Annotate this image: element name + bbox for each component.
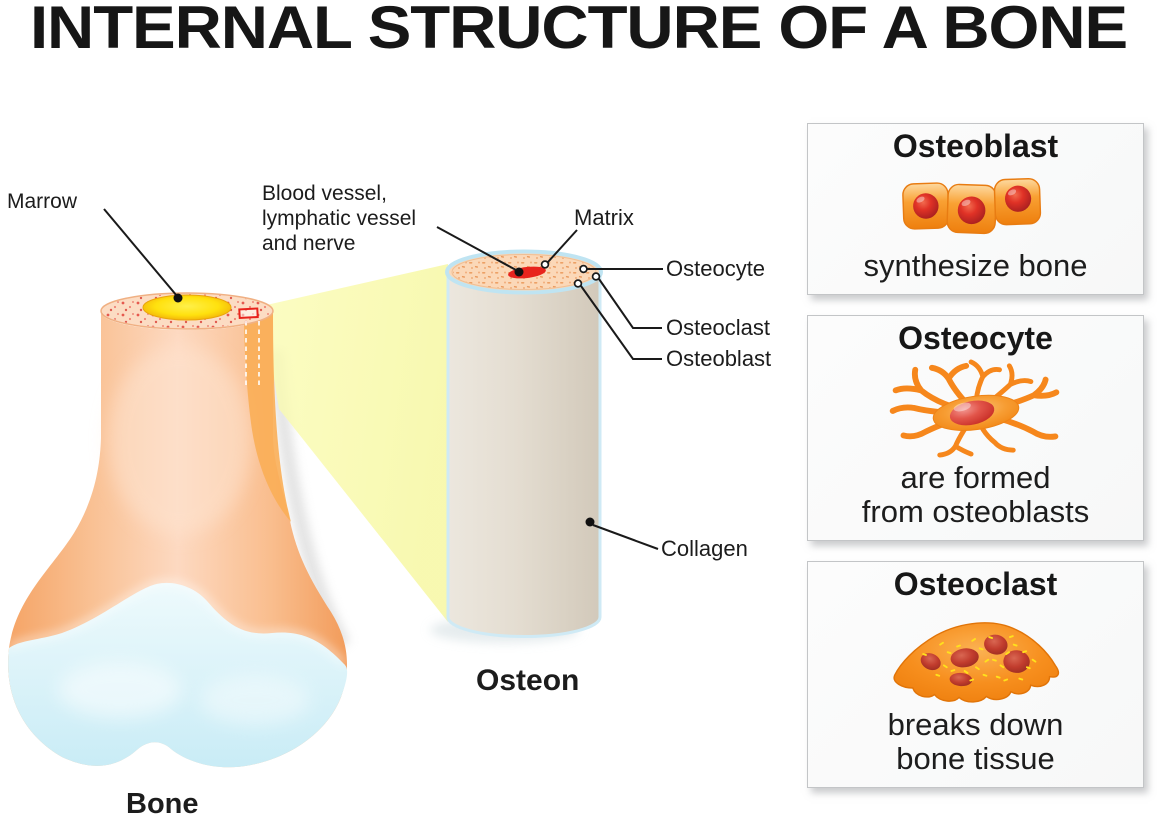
osteoclast-nuclei [920,634,1030,686]
marrow-dot [173,293,183,303]
osteocyte-caption-line1: are formed [900,459,1051,495]
label-osteon: Osteon [476,664,580,697]
osteocyte-marker [579,264,588,274]
cartilage-highlight-left [58,662,182,718]
osteoblast-leader-line [580,285,662,360]
osteon-illustration [430,249,603,643]
label-osteoclast: Osteoclast [666,315,770,340]
matrix-marker [540,260,550,269]
label-marrow: Marrow [7,190,78,213]
osteocyte-card-title: Osteocyte [898,320,1053,356]
bone-cut-band [244,311,291,522]
sample-region-box [238,307,259,319]
osteocyte-nucleus [949,400,994,426]
osteoclast-cell-illustration [892,621,1059,703]
osteoblast-card-title: Osteoblast [892,128,1059,164]
collagen-dot [585,517,595,527]
osteoclast-caption-line2: bone tissue [896,741,1055,777]
osteoclast-card-caption: breaks down bone tissue [887,706,1064,777]
label-blood-vessel-line2: lymphatic vessel [262,207,417,230]
sample-dashed-lines [245,321,260,389]
osteoblast-cell-1 [901,182,950,231]
osteoclast-speckles [921,634,1036,681]
osteocyte-card-caption: are formed from osteoblasts [861,459,1090,530]
osteoclast-marker [591,272,601,281]
label-blood-vessel-line3: and nerve [262,232,356,255]
cartilage-highlight-right [200,675,310,725]
zoom-beam [262,264,448,622]
matrix-leader-line [547,229,578,263]
label-collagen: Collagen [661,536,748,561]
osteoclast-caption-line1: breaks down [887,706,1064,742]
osteocyte-cell-illustration [889,359,1059,458]
osteocyte-card: Osteocyte [807,315,1144,541]
label-blood-vessel-line1: Blood vessel, [262,182,387,205]
label-bone: Bone [126,788,199,818]
osteoblast-marker [573,279,583,288]
label-osteocyte: Osteocyte [666,256,766,281]
page-title: INTERNAL STRUCTURE OF A BONE [29,0,1128,61]
cartilage-edge-highlight [7,580,346,666]
marrow-cavity [142,294,232,321]
osteon-top-ring [451,254,597,290]
osteoblast-cell-3 [993,178,1041,226]
label-osteoblast: Osteoblast [666,346,772,371]
bone-shaft-highlight [108,345,252,535]
marker-circles [540,260,601,288]
osteoclast-card-title: Osteoclast [893,566,1058,602]
osteoblast-cell-2 [945,184,997,235]
osteoclast-body [892,621,1059,703]
leader-lines [103,208,663,550]
blood-vessel-dot [514,267,524,277]
label-matrix: Matrix [574,205,634,230]
collagen-leader-line [592,524,659,550]
osteoblast-cells-illustration [901,178,1041,235]
osteoblast-caption-line1: synthesize bone [863,248,1088,284]
osteocyte-caption-line2: from osteoblasts [861,494,1090,530]
osteoblast-card-caption: synthesize bone [863,249,1087,284]
osteoclast-leader-line [598,278,662,329]
marrow-leader-line [103,208,178,297]
label-blood-vessel: Blood vessel, lymphatic vessel and nerve [262,181,416,256]
osteoblast-card: Osteoblast [807,123,1144,295]
osteoclast-card: Osteoclast breaks [807,561,1144,788]
osteon-body [446,270,602,638]
blood-vessel-leader-line [436,226,517,271]
osteocyte-nucleus-highlight [953,402,971,412]
bone-illustration [7,292,348,768]
